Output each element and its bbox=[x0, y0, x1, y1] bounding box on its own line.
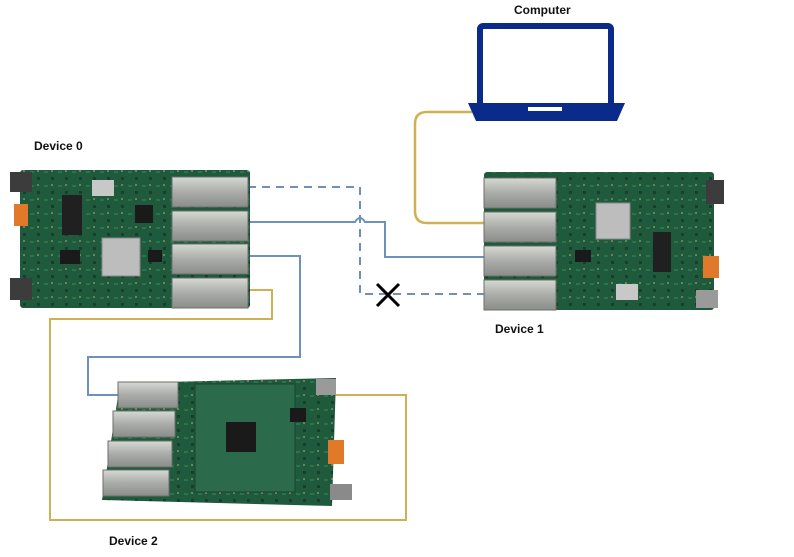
device-2-label: Device 2 bbox=[109, 534, 158, 548]
device-1-board bbox=[483, 172, 724, 311]
link-dashed-d0-d1 bbox=[248, 186, 485, 295]
x-mark-icon bbox=[375, 282, 401, 308]
laptop-icon bbox=[468, 23, 625, 121]
link-blue-d0-d2 bbox=[87, 255, 301, 396]
device-0-label: Device 0 bbox=[34, 139, 83, 153]
link-gold-computer-d1 bbox=[413, 110, 485, 225]
device-1-label: Device 1 bbox=[495, 322, 544, 336]
link-blue-d0-d1 bbox=[248, 217, 485, 258]
computer-label: Computer bbox=[514, 3, 571, 17]
device-0-board bbox=[10, 170, 250, 309]
device-2-board bbox=[102, 378, 352, 506]
link-gold-d0-d2 bbox=[49, 289, 407, 521]
